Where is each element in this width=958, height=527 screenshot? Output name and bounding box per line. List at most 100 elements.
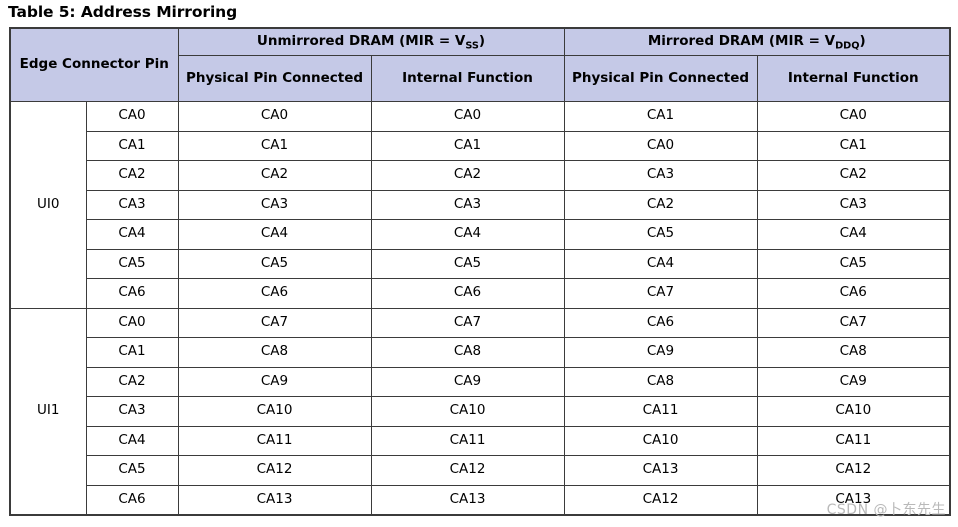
cell-mirrored-physical: CA6 [563,307,758,338]
cell-edge-pin: CA3 [85,396,179,427]
cell-unmirrored-physical: CA3 [177,189,372,220]
cell-mirrored-internal: CA3 [756,189,951,220]
cell-unmirrored-internal: CA5 [370,248,565,279]
cell-edge-pin: CA2 [85,160,179,191]
cell-unmirrored-physical: CA7 [177,307,372,338]
address-mirroring-table: Edge Connector Pin Unmirrored DRAM (MIR … [9,27,951,516]
cell-mirrored-internal: CA2 [756,160,951,191]
header-group-unmirrored-subscript: SS [465,41,479,53]
section-label-ui1: UI1 [9,307,87,516]
cell-mirrored-internal: CA8 [756,337,951,368]
table-row: UI1 CA0 CA7 CA7 CA6 CA7 [9,307,951,516]
cell-edge-pin: CA3 [85,189,179,220]
header-row-groups: Edge Connector Pin Unmirrored DRAM (MIR … [9,27,951,102]
cell-unmirrored-internal: CA9 [370,366,565,397]
table-row: CA6 CA13 CA13 CA12 CA13 [10,484,951,516]
cell-edge-pin: CA6 [85,484,179,516]
cell-unmirrored-physical: CA2 [177,160,372,191]
cell-unmirrored-internal: CA1 [370,130,565,161]
page-title: Table 5: Address Mirroring [8,3,238,21]
cell-edge-pin: CA4 [85,219,179,250]
section-label-ui0: UI0 [9,101,87,309]
table-row: CA2 CA2 CA2 CA3 CA2 [10,160,951,191]
cell-mirrored-internal: CA13 [756,484,951,516]
table-row: CA3 CA3 CA3 CA2 CA3 [10,189,951,220]
cell-mirrored-physical: CA7 [563,278,758,309]
cell-unmirrored-physical: CA13 [177,484,372,516]
header-group-mirrored-subscript: DDQ [835,41,860,53]
cell-edge-pin: CA2 [85,366,179,397]
table-header: Edge Connector Pin Unmirrored DRAM (MIR … [9,27,951,102]
cell-unmirrored-physical: CA9 [177,366,372,397]
cell-mirrored-physical: CA4 [563,248,758,279]
cell-mirrored-internal: CA4 [756,219,951,250]
cell-unmirrored-physical: CA4 [177,219,372,250]
cell-mirrored-physical: CA8 [563,366,758,397]
cell-unmirrored-physical: CA10 [177,396,372,427]
cell-unmirrored-internal: CA12 [370,455,565,486]
cell-unmirrored-internal: CA3 [370,189,565,220]
header-mirrored-internal-function: Internal Function [756,55,951,102]
cell-unmirrored-internal: CA10 [370,396,565,427]
cell-unmirrored-internal: CA7 [370,307,565,338]
cell-unmirrored-physical: CA0 [177,101,372,132]
cell-unmirrored-internal: CA4 [370,219,565,250]
cell-unmirrored-internal: CA6 [370,278,565,309]
cell-unmirrored-physical: CA8 [177,337,372,368]
cell-unmirrored-internal: CA11 [370,425,565,456]
cell-mirrored-internal: CA5 [756,248,951,279]
header-group-mirrored: Mirrored DRAM (MIR = VDDQ) [563,27,951,57]
cell-mirrored-internal: CA9 [756,366,951,397]
cell-mirrored-physical: CA1 [563,101,758,132]
cell-mirrored-internal: CA12 [756,455,951,486]
table-body: UI0 CA0 CA0 CA0 CA1 CA0 CA1 CA1 CA1 CA0 … [9,101,951,516]
cell-edge-pin: CA4 [85,425,179,456]
table-row: UI0 CA0 CA0 CA0 CA1 CA0 [9,101,951,309]
header-row-subcolumns: Physical Pin Connected Internal Function… [10,55,951,102]
cell-mirrored-internal: CA1 [756,130,951,161]
cell-mirrored-physical: CA5 [563,219,758,250]
cell-unmirrored-physical: CA1 [177,130,372,161]
table-row: CA2 CA9 CA9 CA8 CA9 [10,366,951,397]
cell-edge-pin: CA0 [85,307,179,338]
table-row: CA5 CA12 CA12 CA13 CA12 [10,455,951,486]
cell-mirrored-physical: CA0 [563,130,758,161]
cell-mirrored-physical: CA10 [563,425,758,456]
header-group-mirrored-prefix: Mirrored DRAM (MIR = V [647,33,836,50]
header-group-unmirrored-suffix: ) [478,33,486,50]
header-group-unmirrored: Unmirrored DRAM (MIR = VSS) [177,27,565,57]
cell-mirrored-internal: CA7 [756,307,951,338]
cell-unmirrored-physical: CA6 [177,278,372,309]
cell-mirrored-physical: CA3 [563,160,758,191]
header-group-mirrored-suffix: ) [859,33,866,50]
cell-edge-pin: CA1 [85,130,179,161]
table-row: CA1 CA1 CA1 CA0 CA1 [10,130,951,161]
cell-unmirrored-physical: CA5 [177,248,372,279]
table-row: CA3 CA10 CA10 CA11 CA10 [10,396,951,427]
cell-edge-pin: CA5 [85,455,179,486]
cell-unmirrored-internal: CA2 [370,160,565,191]
cell-mirrored-internal: CA10 [756,396,951,427]
cell-mirrored-internal: CA0 [756,101,951,132]
cell-unmirrored-internal: CA8 [370,337,565,368]
cell-unmirrored-physical: CA12 [177,455,372,486]
table-row: CA1 CA8 CA8 CA9 CA8 [10,337,951,368]
cell-unmirrored-internal: CA0 [370,101,565,132]
cell-unmirrored-internal: CA13 [370,484,565,516]
cell-mirrored-physical: CA2 [563,189,758,220]
cell-mirrored-physical: CA13 [563,455,758,486]
table-row: CA4 CA11 CA11 CA10 CA11 [10,425,951,456]
table-row: CA4 CA4 CA4 CA5 CA4 [10,219,951,250]
table-row: CA5 CA5 CA5 CA4 CA5 [10,248,951,279]
table-row: CA6 CA6 CA6 CA7 CA6 [10,278,951,309]
cell-edge-pin: CA0 [85,101,179,132]
header-edge-connector-pin: Edge Connector Pin [9,27,179,102]
cell-edge-pin: CA6 [85,278,179,309]
cell-edge-pin: CA5 [85,248,179,279]
cell-mirrored-internal: CA6 [756,278,951,309]
header-unmirrored-internal-function: Internal Function [370,55,565,102]
cell-edge-pin: CA1 [85,337,179,368]
cell-mirrored-physical: CA12 [563,484,758,516]
cell-mirrored-physical: CA9 [563,337,758,368]
